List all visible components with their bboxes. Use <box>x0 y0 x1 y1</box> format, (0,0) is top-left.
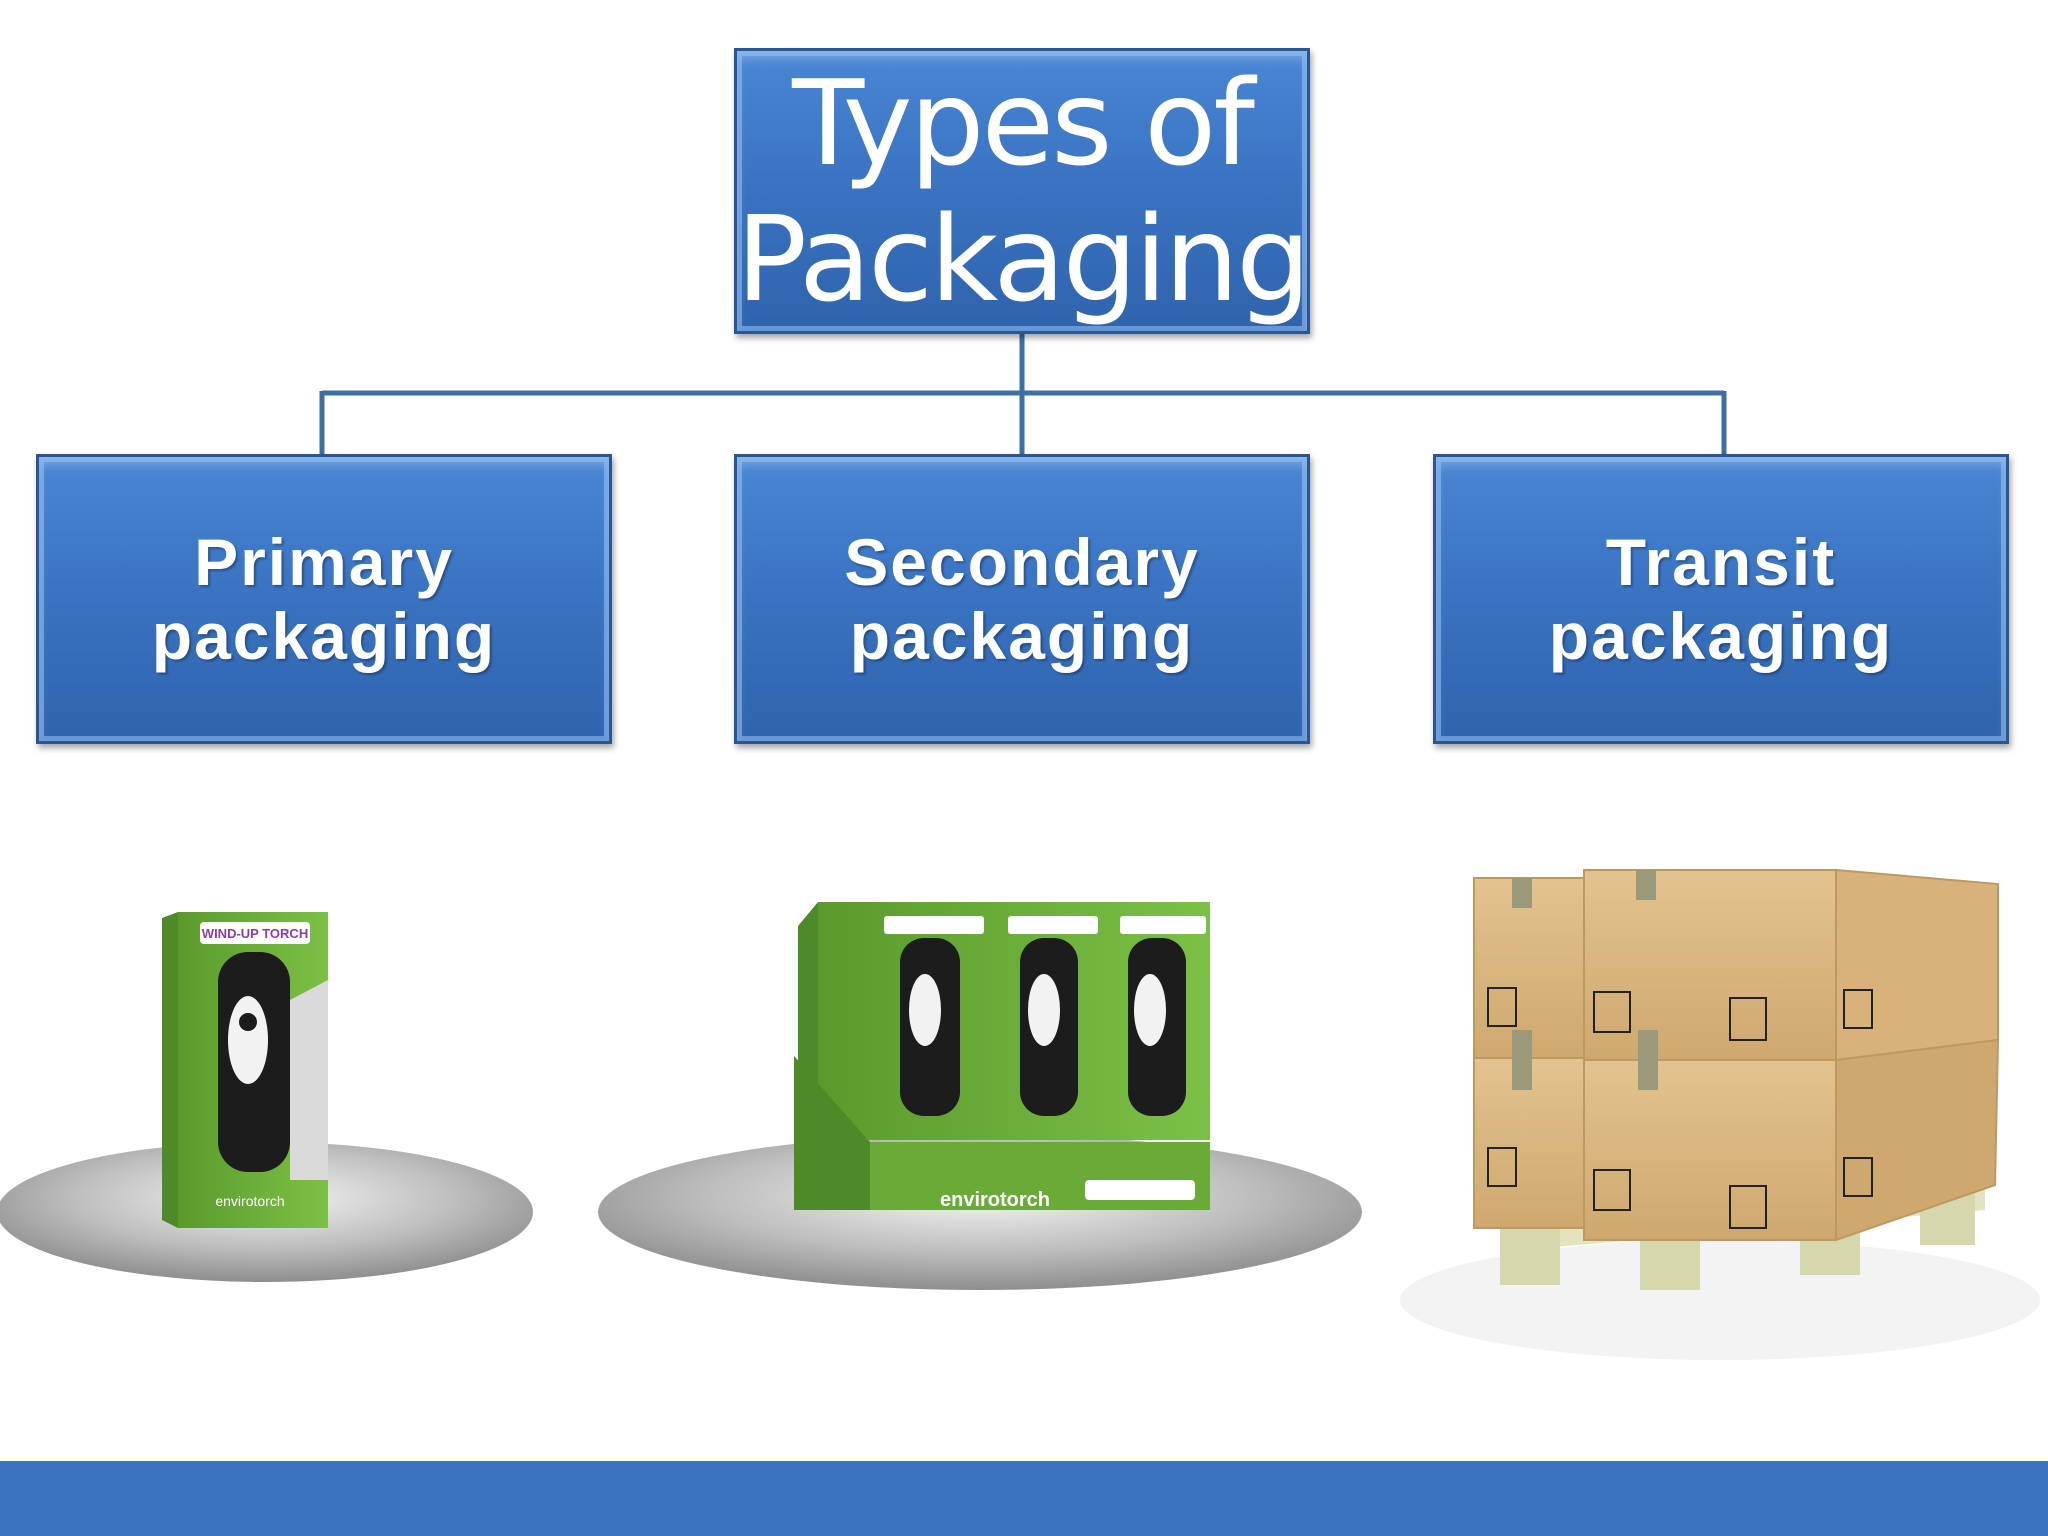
root-node-label: Types of Packaging <box>736 54 1311 328</box>
secondary-torch-2 <box>1008 916 1098 1116</box>
node-secondary-line1: Secondary <box>844 525 1200 599</box>
transit-packaging-image <box>1400 868 2040 1360</box>
secondary-packaging-image: envirotorch <box>598 902 1362 1290</box>
connector-lines <box>319 334 1727 454</box>
primary-box-label: WIND-UP TORCH <box>202 926 308 941</box>
node-primary-line1: Primary <box>194 525 454 599</box>
node-transit-line1: Transit <box>1605 525 1837 599</box>
secondary-brand-label: envirotorch <box>940 1189 1050 1211</box>
node-primary-packaging: Primary packaging <box>36 454 612 744</box>
secondary-torch-3 <box>1120 916 1206 1116</box>
footer-bar <box>0 1461 2048 1536</box>
node-transit-packaging: Transit packaging <box>1433 454 2009 744</box>
node-secondary-line2: packaging <box>849 599 1195 673</box>
node-transit-line2: packaging <box>1548 599 1894 673</box>
primary-brand-label: envirotorch <box>215 1193 284 1209</box>
primary-packaging-image: WIND-UP TORCH envirotorch <box>0 912 533 1282</box>
root-node: Types of Packaging <box>734 48 1311 334</box>
packaging-illustrations: WIND-UP TORCH envirotorch envirotorch <box>0 868 2040 1360</box>
secondary-torch-1 <box>884 916 984 1116</box>
node-secondary-packaging: Secondary packaging <box>734 454 1310 744</box>
root-label-line2: Packaging <box>736 190 1311 328</box>
node-primary-line2: packaging <box>151 599 497 673</box>
root-label-line1: Types of <box>792 54 1255 192</box>
